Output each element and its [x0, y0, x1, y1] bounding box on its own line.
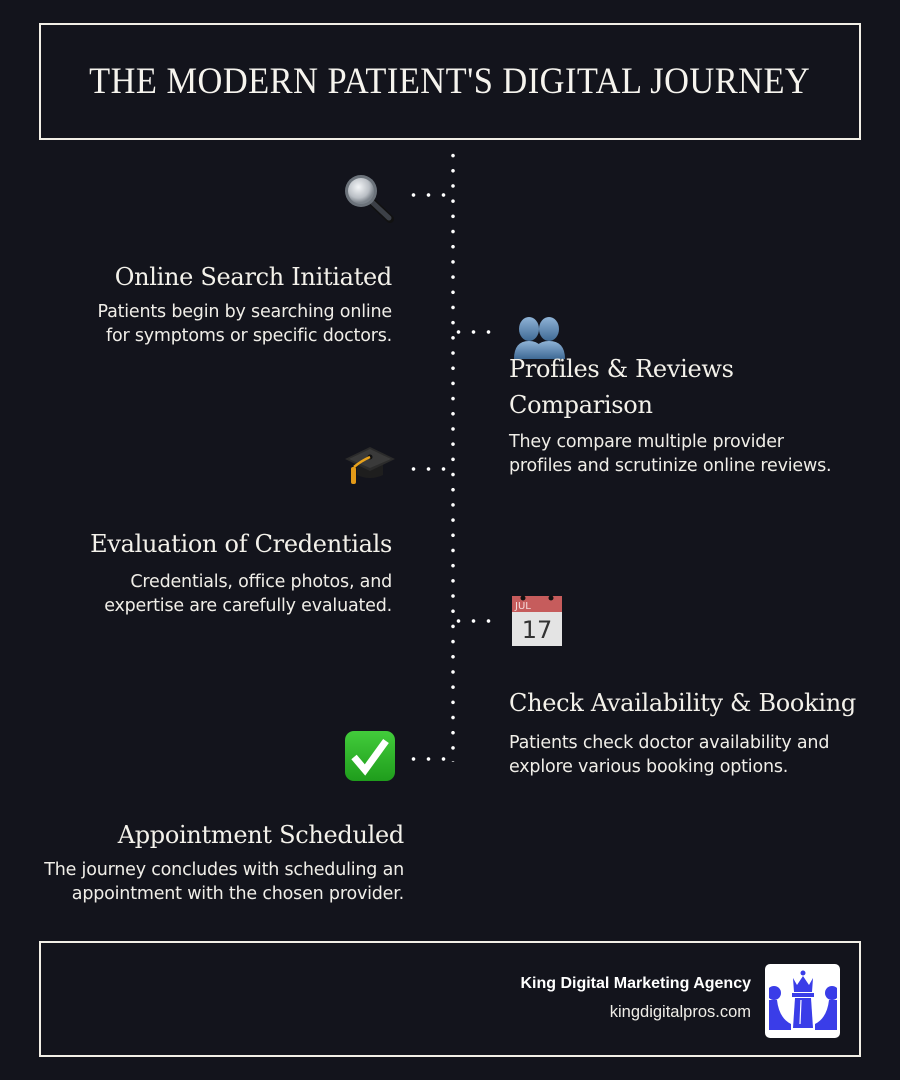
calendar-month: JUL	[514, 601, 531, 612]
connector-step-2	[451, 330, 499, 334]
step-2-title-line: Profiles & Reviews	[509, 355, 734, 383]
step-4-title: Check Availability & Booking	[509, 689, 856, 717]
step-3-title: Evaluation of Credentials	[90, 530, 392, 558]
page-title: THE MODERN PATIENT'S DIGITAL JOURNEY	[89, 61, 811, 102]
step-3-description: Credentials, office photos, and expertis…	[104, 570, 392, 618]
step-1-description-line: Patients begin by searching online	[97, 302, 393, 322]
check-mark-button-icon	[342, 728, 398, 784]
graduation-cap-icon	[342, 440, 398, 496]
connector-step-4	[451, 619, 499, 623]
step-4-description: Patients check doctor availability and e…	[509, 731, 829, 779]
magnifying-glass-icon	[340, 170, 396, 226]
step-1-description: Patients begin by searching online for s…	[97, 300, 393, 348]
timeline-dotted-line	[451, 148, 455, 762]
step-5-title: Appointment Scheduled	[117, 821, 405, 849]
step-2-title: Profiles & Reviews Comparison	[509, 351, 734, 423]
connector-step-1	[406, 193, 454, 197]
agency-name: King Digital Marketing Agency	[520, 975, 751, 992]
step-4-description-line: explore various booking options.	[509, 757, 789, 777]
calendar-icon: JUL 17	[509, 592, 565, 648]
step-1-title: Online Search Initiated	[114, 263, 393, 291]
step-2-description: They compare multiple provider profiles …	[509, 430, 832, 478]
agency-url-link[interactable]: kingdigitalpros.com	[609, 1003, 751, 1021]
step-5-description: The journey concludes with scheduling an…	[44, 858, 404, 906]
step-5-description-line: The journey concludes with scheduling an	[44, 860, 404, 880]
step-2-title-line: Comparison	[509, 391, 653, 419]
title-box: THE MODERN PATIENT'S DIGITAL JOURNEY	[39, 23, 861, 140]
connector-step-5	[406, 757, 454, 761]
step-4-description-line: Patients check doctor availability and	[509, 733, 830, 753]
connector-step-3	[406, 467, 454, 471]
step-1-description-line: for symptoms or specific doctors.	[106, 326, 392, 346]
step-2-description-line: profiles and scrutinize online reviews.	[509, 456, 832, 476]
king-chess-crown-logo	[765, 964, 840, 1038]
step-2-description-line: They compare multiple provider	[509, 432, 784, 452]
footer-box: King Digital Marketing Agency kingdigita…	[39, 941, 861, 1057]
step-3-description-line: expertise are carefully evaluated.	[104, 596, 392, 616]
step-3-description-line: Credentials, office photos, and	[130, 572, 392, 592]
calendar-day: 17	[522, 616, 553, 644]
step-5-description-line: appointment with the chosen provider.	[71, 884, 404, 904]
people-silhouette-icon	[512, 308, 568, 364]
